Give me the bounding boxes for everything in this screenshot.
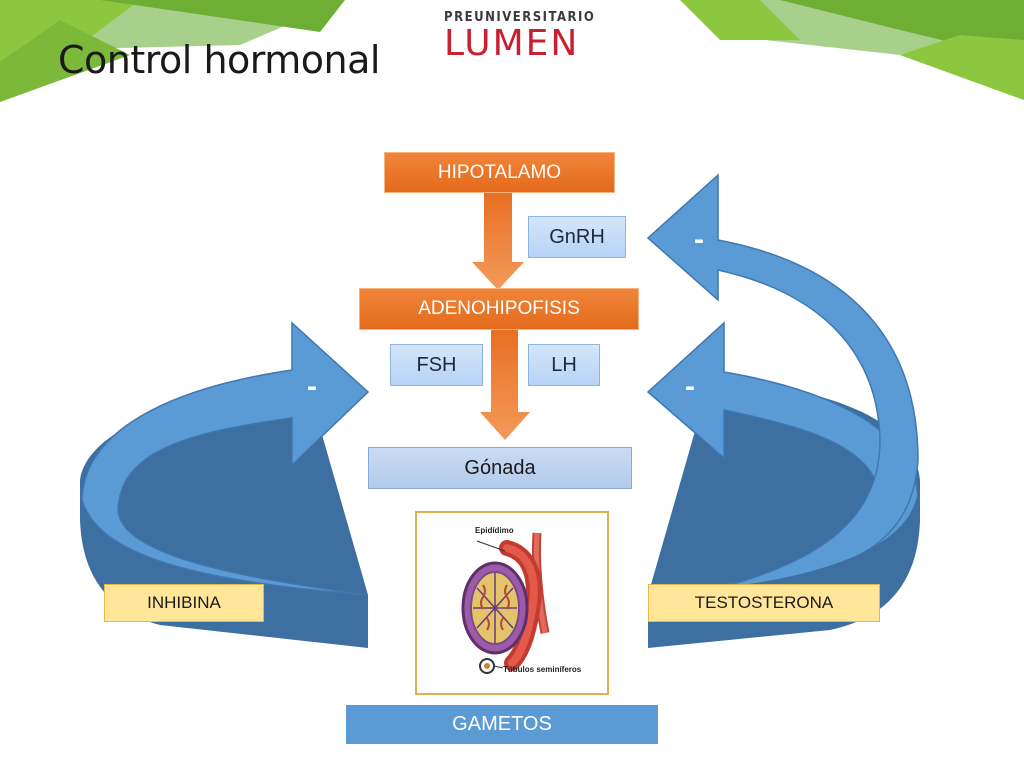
green-decoration-left — [0, 0, 345, 102]
inhibina-box: INHIBINA — [104, 584, 264, 622]
testis-illustration: Epidídimo Túbulos seminíferos — [415, 511, 609, 695]
green-decoration-right — [680, 0, 1024, 100]
gnrh-box: GnRH — [528, 216, 626, 258]
testosterona-box: TESTOSTERONA — [648, 584, 880, 622]
feedback-arrow-right-high — [646, 173, 920, 608]
orange-arrow-bottom — [480, 330, 530, 440]
logo: PREUNIVERSITARIO LUMEN — [444, 10, 596, 70]
minus-right-high: - — [694, 223, 704, 256]
hipotalamo-box: HIPOTALAMO — [384, 152, 615, 193]
testis-drawing — [461, 532, 550, 674]
minus-left: - — [307, 370, 317, 403]
label-epididimo: Epidídimo — [475, 526, 514, 535]
gonada-box: Gónada — [368, 447, 632, 489]
gametos-box: GAMETOS — [346, 705, 658, 744]
logo-main: LUMEN — [444, 23, 580, 64]
label-tubulos: Túbulos seminíferos — [503, 665, 582, 674]
orange-arrow-top — [472, 192, 524, 290]
slide-title: Control hormonal — [58, 38, 380, 82]
fsh-box: FSH — [390, 344, 483, 386]
lh-box: LH — [528, 344, 600, 386]
adenohipofisis-box: ADENOHIPOFISIS — [359, 288, 639, 330]
feedback-arrow-left — [80, 321, 370, 648]
minus-right-low: - — [685, 370, 695, 403]
logo-top: PREUNIVERSITARIO — [444, 10, 596, 25]
